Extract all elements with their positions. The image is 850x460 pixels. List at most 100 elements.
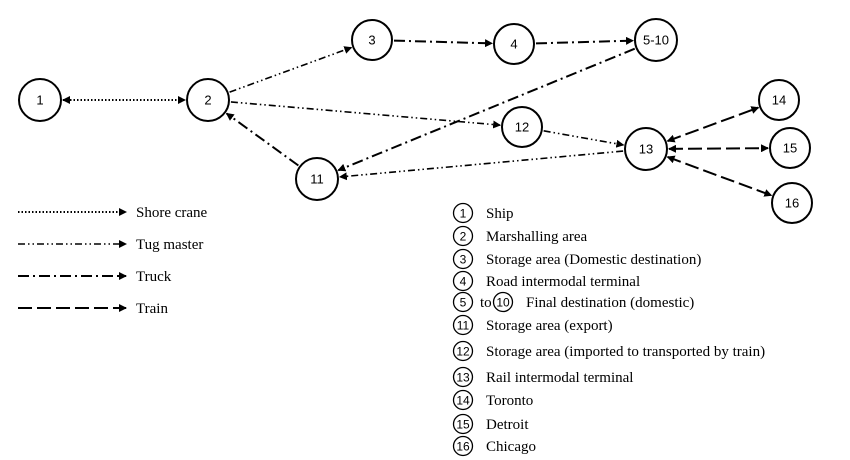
key-number-circle: [452, 202, 474, 224]
node-label: 3: [368, 33, 375, 48]
key-number-circle: [452, 340, 474, 362]
key-number: 14: [456, 393, 470, 407]
node-key: 1 Ship 2 Marshalling area 3 Storage area (Dom…: [452, 202, 765, 457]
key-number: 11: [457, 318, 470, 332]
node-circle: [769, 127, 811, 169]
key-description: Road intermodal terminal: [486, 274, 640, 290]
key-number: 5: [460, 295, 467, 309]
node-1: 1: [18, 78, 62, 122]
edge-2-to-3: [229, 46, 353, 93]
key-number: 2: [460, 229, 467, 243]
node-circle: [186, 78, 230, 122]
key-description: Chicago: [486, 439, 536, 455]
key-item-1: 1 Ship: [452, 202, 514, 224]
key-item-15: 15 Detroit: [452, 413, 529, 435]
legend-label: Train: [136, 301, 168, 317]
node-circle: [351, 19, 393, 61]
key-joiner: to: [480, 295, 492, 311]
edge-2-to-12: [230, 101, 502, 129]
node-circle: [624, 127, 668, 171]
legend-item-tug-master: Tug master: [18, 237, 203, 253]
key-number-circle: [452, 248, 474, 270]
node-circle: [493, 23, 535, 65]
key-item-16: 16 Chicago: [452, 435, 536, 457]
key-number-circle: [452, 314, 474, 336]
key-number-circle: [452, 291, 474, 313]
edge-4-to-5-10: [535, 36, 635, 45]
key-number: 1: [460, 206, 467, 220]
key-number-circle: [452, 435, 474, 457]
key-item-3: 3 Storage area (Domestic destination): [452, 248, 701, 270]
key-description: Storage area (imported to transported by…: [486, 344, 765, 360]
key-number: 16: [456, 439, 470, 453]
key-description: Final destination (domestic): [526, 295, 694, 311]
node-label: 16: [785, 196, 799, 211]
edge-12-to-13: [543, 130, 625, 148]
key-item-4: 4 Road intermodal terminal: [452, 270, 640, 292]
edge-13-to-16: [666, 155, 773, 197]
key-description: Rail intermodal terminal: [486, 370, 633, 386]
edge-13-to-11: [338, 150, 624, 181]
key-description: Ship: [486, 206, 514, 222]
node-16: 16: [771, 182, 813, 224]
legend-item-train: Train: [18, 301, 168, 317]
edge-11-to-2: [225, 112, 299, 167]
key-number-circle: [452, 270, 474, 292]
key-item-12: 12 Storage area (imported to transported …: [452, 340, 765, 362]
node-circle: [18, 78, 62, 122]
node-label: 14: [772, 93, 786, 108]
key-description: Toronto: [486, 393, 533, 409]
node-label: 1: [36, 93, 43, 108]
node-11: 11: [295, 157, 339, 201]
edge-5-10-to-11: [337, 47, 636, 172]
node-label: 2: [204, 93, 211, 108]
key-number: 3: [460, 252, 467, 266]
node-circle: [501, 106, 543, 148]
key-number-circle: [452, 366, 474, 388]
edges-layer: [62, 36, 773, 197]
key-number: 12: [456, 344, 470, 358]
key-item-13: 13 Rail intermodal terminal: [452, 366, 633, 388]
node-4: 4: [493, 23, 535, 65]
legend-label: Tug master: [136, 237, 203, 253]
edge-13-to-14: [666, 106, 760, 143]
legend-item-shore-crane: Shore crane: [18, 205, 208, 221]
edge-13-to-15: [667, 144, 770, 153]
node-14: 14: [758, 79, 800, 121]
key-number-circle: [452, 225, 474, 247]
node-12: 12: [501, 106, 543, 148]
node-label: 4: [510, 37, 517, 52]
node-3: 3: [351, 19, 393, 61]
edge-3-to-4: [393, 39, 494, 48]
key-number: 10: [496, 295, 510, 309]
legend-label: Shore crane: [136, 205, 208, 221]
node-5-10: 5-10: [634, 18, 678, 62]
legend-item-truck: Truck: [18, 269, 172, 285]
node-circle: [634, 18, 678, 62]
node-label: 15: [783, 141, 797, 156]
node-label: 12: [515, 120, 529, 135]
key-item-5-10: 5 to 10 Final destination (domestic): [452, 291, 694, 313]
key-description: Detroit: [486, 417, 529, 433]
key-number: 15: [456, 417, 470, 431]
key-number: 4: [460, 274, 467, 288]
node-2: 2: [186, 78, 230, 122]
key-item-14: 14 Toronto: [452, 389, 533, 411]
key-description: Storage area (Domestic destination): [486, 252, 701, 268]
legend-label: Truck: [136, 269, 172, 285]
node-13: 13: [624, 127, 668, 171]
key-number-circle: [452, 413, 474, 435]
node-circle: [758, 79, 800, 121]
key-number-circle: [452, 389, 474, 411]
key-description: Marshalling area: [486, 229, 588, 245]
key-number-circle: [492, 291, 514, 313]
node-circle: [771, 182, 813, 224]
node-15: 15: [769, 127, 811, 169]
node-label: 11: [310, 172, 324, 187]
key-number: 13: [456, 370, 470, 384]
node-label: 13: [639, 142, 653, 157]
